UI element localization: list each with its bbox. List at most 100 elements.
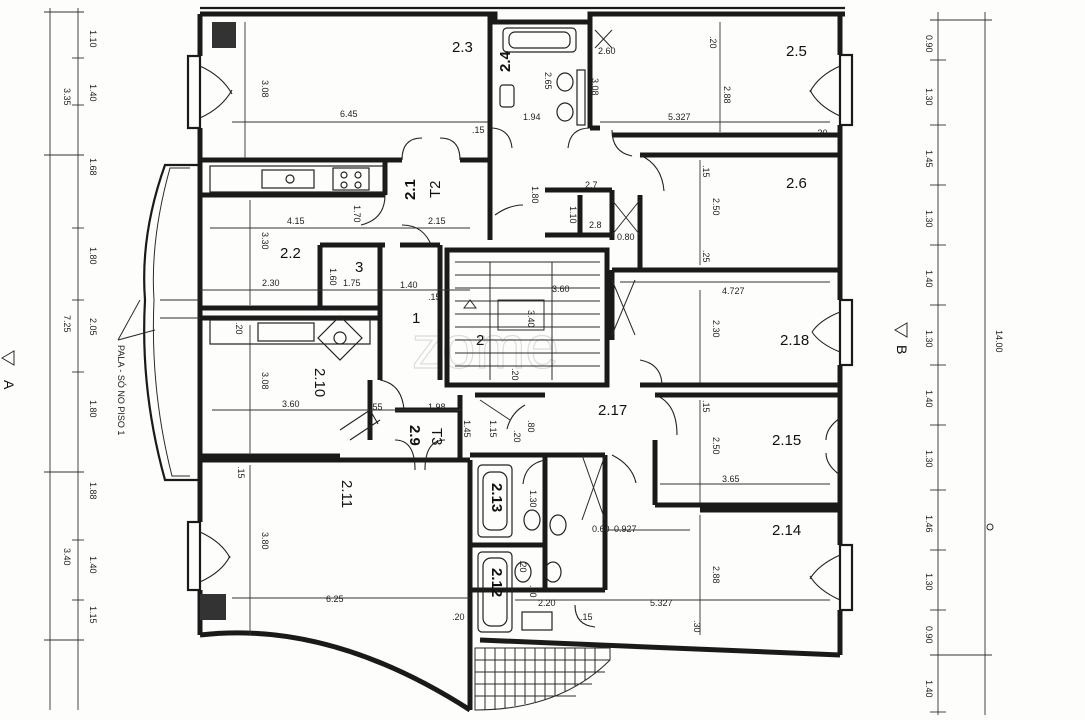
room-2-8: 2.8	[589, 220, 602, 230]
axis-b-label: B	[894, 345, 910, 354]
dim-text: 0.927	[614, 524, 637, 534]
dim-left-outer-1: 3.35	[62, 88, 72, 106]
stair-dim-1: 3.60	[552, 284, 570, 294]
dim-left-inner-1: 1.10	[88, 30, 98, 48]
dim-text: 1.40	[400, 280, 418, 290]
dim-left-inner-4: 1.80	[88, 247, 98, 265]
dim-text: 4.15	[287, 216, 305, 226]
room-2-17: 2.17	[598, 402, 627, 419]
dim-text: 1.60	[328, 268, 338, 286]
room-2-9: 2.9	[406, 425, 423, 446]
stair: 2 3.60 3.40 .20	[455, 261, 600, 381]
dim-text: 3.08	[260, 80, 270, 98]
dim-text: 2.50	[711, 437, 721, 455]
dim-left-outer-3: 3.40	[62, 548, 72, 566]
dim-left-inner-3: 1.68	[88, 158, 98, 176]
room-2-1: 2.1	[402, 179, 419, 200]
dim-left-inner-7: 1.88	[88, 482, 98, 500]
room-t3: T3	[428, 428, 445, 446]
balcony-pala: PALA - SÓ NO PISO 1	[116, 163, 200, 482]
dim-text: .15	[472, 125, 485, 135]
dim-text: 2.15	[428, 216, 446, 226]
dim-text: .20	[452, 612, 465, 622]
dim-right-2: 1.30	[924, 88, 934, 106]
dim-left-inner-8: 1.40	[88, 556, 98, 574]
dim-text: 4.727	[722, 286, 745, 296]
dim-text: .30	[692, 620, 702, 633]
right-dimension-chains: 0.90 1.30 1.45 1.30 1.40 1.30 1.40 1.30 …	[924, 12, 1004, 715]
windows	[186, 53, 854, 612]
dim-text: 2.20	[538, 598, 556, 608]
dim-text: .20	[512, 430, 522, 443]
dim-right-1: 0.90	[924, 35, 934, 53]
doors	[339, 127, 678, 628]
marker-circle-icon	[986, 523, 994, 531]
pala-note: PALA - SÓ NO PISO 1	[116, 345, 126, 435]
dim-text: 2.30	[711, 320, 721, 338]
dim-right-12: 1.40	[924, 680, 934, 698]
dim-left-inner-2: 1.40	[88, 84, 98, 102]
dim-text: 3.60	[282, 399, 300, 409]
axis-a-label: A	[1, 380, 17, 390]
room-2-2: 2.2	[280, 245, 301, 262]
dim-right-8: 1.30	[924, 450, 934, 468]
dim-right-10: 1.30	[924, 573, 934, 591]
dim-text: .55	[370, 402, 383, 412]
dim-right-5: 1.40	[924, 270, 934, 288]
stair-dim-2: 3.40	[526, 310, 536, 328]
dim-text: 0.60	[592, 524, 610, 534]
fixtures	[200, 22, 641, 711]
dim-text: .25	[701, 250, 711, 263]
dim-text: 0.80	[617, 232, 635, 242]
dim-text: 3.30	[260, 232, 270, 250]
dim-right-7: 1.40	[924, 390, 934, 408]
dim-text: .15	[236, 466, 246, 479]
axis-b-marker: B	[894, 322, 910, 354]
dim-right-total: 14.00	[994, 330, 1004, 353]
room-2-4: 2.4	[497, 50, 514, 72]
watermark: zome	[412, 314, 559, 381]
axis-a-marker: A	[1, 350, 17, 390]
dim-text: .20	[518, 560, 528, 573]
dim-right-4: 1.30	[924, 210, 934, 228]
dim-text: 1.10	[568, 206, 578, 224]
dim-text: .15	[701, 165, 711, 178]
room-2-13: 2.13	[488, 483, 505, 512]
room-2-7: 2.7	[585, 180, 598, 190]
dim-text: 3.65	[722, 474, 740, 484]
interior-walls	[200, 14, 840, 593]
dim-text: 2.30	[262, 278, 280, 288]
dim-text: .70	[528, 585, 538, 598]
room-1: 1	[412, 310, 420, 327]
dim-text: 3.08	[590, 78, 600, 96]
dim-text: 6.45	[340, 109, 358, 119]
dim-left-inner-5: 2.05	[88, 318, 98, 336]
dim-text: 2.88	[711, 566, 721, 584]
dim-text: 2.65	[543, 72, 553, 90]
dim-text: 1.30	[528, 490, 538, 508]
dim-text: 2.60	[598, 46, 616, 56]
room-2-3: 2.3	[452, 39, 473, 56]
dim-text: 1.15	[488, 420, 498, 438]
dim-left-inner-6: 1.80	[88, 400, 98, 418]
room-t2: T2	[427, 180, 444, 198]
dim-text: 1.45	[462, 420, 472, 438]
dim-right-3: 1.45	[924, 150, 934, 168]
dim-text: 1.94	[523, 112, 541, 122]
left-dimension-chains: 3.35 7.25 3.40 1.10 1.40 1.68 1.80 2.05 …	[44, 8, 98, 710]
room-2-12: 2.12	[488, 568, 505, 597]
room-2-15: 2.15	[772, 432, 801, 449]
dim-text: 6.25	[326, 594, 344, 604]
dim-text: 3.80	[260, 532, 270, 550]
room-2-5: 2.5	[786, 43, 807, 60]
dim-left-outer-2: 7.25	[62, 315, 72, 333]
dim-text: 5.327	[650, 598, 673, 608]
room-2-14: 2.14	[772, 522, 801, 539]
dim-right-6: 1.30	[924, 330, 934, 348]
room-2-11: 2.11	[338, 480, 355, 508]
dim-text: .15	[580, 612, 593, 622]
dim-text: 1.80	[530, 186, 540, 204]
dim-right-9: 1.46	[924, 515, 934, 533]
